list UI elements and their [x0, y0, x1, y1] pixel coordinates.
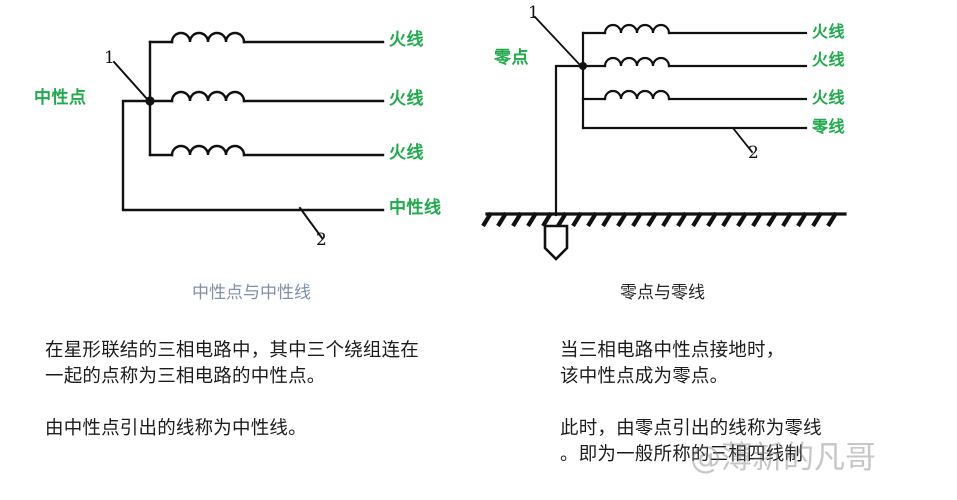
right-paragraph-2-line-1: 此时，由零点引出的线称为零线 [560, 418, 822, 439]
right-paragraph-2-line-2: 。即为一般所称的三相四线制 [560, 444, 804, 465]
left-body-column: 在星形联结的三相电路中，其中三个绕组连在 一起的点称为三相电路的中性点。 由中性… [45, 338, 545, 442]
left-neutral-point-label: 中性点 [34, 88, 87, 108]
ground-electrode-icon [543, 224, 569, 261]
left-phase-a-coil [170, 31, 246, 44]
left-output-label-1: 火线 [389, 30, 424, 50]
left-diagram-caption: 中性点与中性线 [192, 283, 311, 303]
right-diagram-group [485, 15, 847, 217]
right-output-label-4: 零线 [812, 117, 846, 136]
left-paragraph-gap [45, 390, 545, 416]
left-paragraph-1-line-1: 在星形联结的三相电路中，其中三个绕组连在 [45, 340, 420, 361]
left-diagram-group [112, 31, 385, 240]
right-earth-conductor [554, 64, 585, 217]
right-output-label-1: 火线 [812, 22, 846, 41]
left-neutral-wire [121, 99, 385, 212]
left-leader-1-line [112, 60, 150, 102]
diagram-layer [112, 15, 847, 261]
right-leader-2-line [731, 126, 754, 154]
right-paragraph-1-line-1: 当三相电路中性点接地时， [560, 340, 785, 361]
left-neutral-node-dot [145, 96, 155, 106]
left-leader-2-number: 2 [316, 230, 327, 250]
left-output-label-4: 中性线 [389, 198, 442, 218]
left-output-label-2: 火线 [389, 89, 424, 109]
right-zero-node-dot [579, 62, 587, 70]
left-leader-1-number: 1 [104, 48, 115, 68]
right-paragraph-gap [560, 390, 957, 416]
right-phase-a-coil [603, 23, 671, 35]
right-leader-2-number: 2 [748, 143, 759, 163]
left-phase-b-coil [170, 90, 246, 103]
right-body-column: 当三相电路中性点接地时， 该中性点成为零点。 此时，由零点引出的线称为零线 。即… [560, 338, 957, 468]
right-output-label-2: 火线 [812, 50, 846, 69]
right-diagram-caption: 零点与零线 [620, 283, 705, 303]
right-paragraph-1-line-2: 该中性点成为零点。 [560, 366, 729, 387]
right-output-label-3: 火线 [812, 88, 846, 107]
left-paragraph-2-line-1: 由中性点引出的线称为中性线。 [45, 418, 307, 439]
left-leader-2-line [298, 206, 324, 240]
right-zero-point-label: 零点 [494, 48, 529, 68]
left-output-label-3: 火线 [389, 143, 424, 163]
right-phase-b-coil [603, 56, 671, 68]
right-leader-1-line [533, 15, 582, 67]
left-phase-c-coil [170, 144, 246, 157]
ground-hatching [481, 211, 838, 228]
right-leader-1-number: 1 [528, 3, 539, 23]
right-phase-c-coil [603, 89, 671, 101]
left-paragraph-1-line-2: 一起的点称为三相电路的中性点。 [45, 366, 326, 387]
circuit-diagrams-svg [112, 15, 847, 261]
